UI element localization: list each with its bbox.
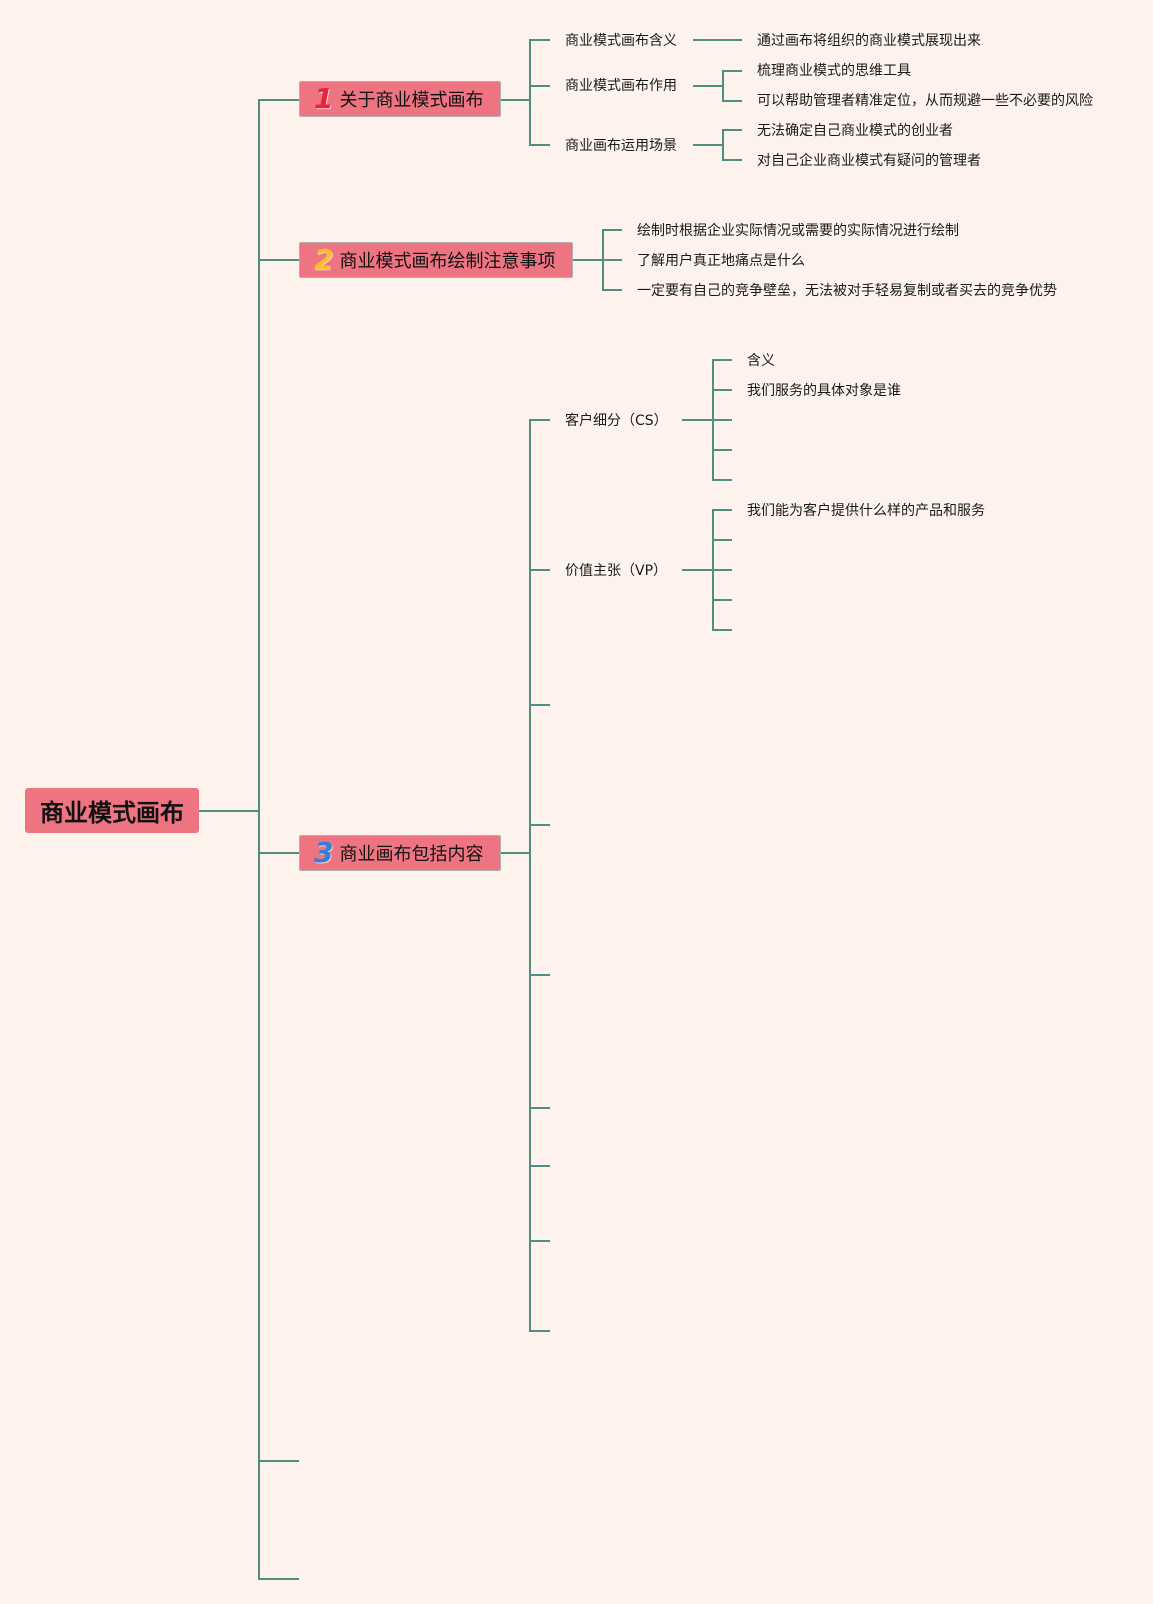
connector-line <box>529 39 531 146</box>
main-topic-2[interactable]: 2 商业模式画布绘制注意事项 <box>299 242 573 278</box>
subtopic-1-1[interactable]: 商业模式画布含义 <box>565 33 677 49</box>
leaf-3-1-1[interactable]: 含义 <box>747 353 775 369</box>
connector-line <box>529 85 550 87</box>
connector-line <box>199 810 259 812</box>
connector-line <box>529 1240 550 1242</box>
connector-line <box>722 129 724 161</box>
connector-line <box>529 144 550 146</box>
connector-line <box>712 569 732 571</box>
connector-line <box>529 419 550 421</box>
topic-number-3: 3 <box>314 836 334 869</box>
connector-line <box>602 229 622 231</box>
connector-line <box>722 129 742 131</box>
connector-line <box>712 509 732 511</box>
connector-line <box>529 1107 550 1109</box>
connector-line <box>500 852 530 854</box>
connector-line <box>258 1578 299 1580</box>
leaf-1-2-1[interactable]: 梳理商业模式的思维工具 <box>757 63 911 79</box>
root-node[interactable]: 商业模式画布 <box>25 788 199 833</box>
subtopic-1-3[interactable]: 商业画布运用场景 <box>565 138 677 154</box>
main-topic-3[interactable]: 3 商业画布包括内容 <box>299 835 501 871</box>
topic-number-1: 1 <box>314 82 334 115</box>
connector-line <box>529 704 550 706</box>
connector-line <box>529 569 550 571</box>
connector-line <box>693 144 723 146</box>
main-topic-1[interactable]: 1 关于商业模式画布 <box>299 81 501 117</box>
topic-number-2: 2 <box>314 243 334 276</box>
connector-line <box>602 289 622 291</box>
connector-line <box>712 479 732 481</box>
main-topic-3-label: 商业画布包括内容 <box>339 844 484 865</box>
leaf-1-3-1[interactable]: 无法确定自己商业模式的创业者 <box>757 123 953 139</box>
connector-line <box>722 70 724 102</box>
connector-line <box>712 389 732 391</box>
leaf-2-1[interactable]: 绘制时根据企业实际情况或需要的实际情况进行绘制 <box>637 223 959 239</box>
connector-line <box>712 599 732 601</box>
subtopic-3-2[interactable]: 价值主张（VP） <box>565 563 668 579</box>
connector-line <box>258 99 299 101</box>
leaf-2-2[interactable]: 了解用户真正地痛点是什么 <box>637 253 805 269</box>
connector-line <box>529 419 531 1332</box>
connector-line <box>602 259 622 261</box>
main-topic-1-label: 关于商业模式画布 <box>339 90 484 111</box>
connector-line <box>712 539 732 541</box>
connector-line <box>712 359 732 361</box>
connector-line <box>258 259 299 261</box>
connector-line <box>693 39 742 41</box>
leaf-3-2-1[interactable]: 我们能为客户提供什么样的产品和服务 <box>747 503 985 519</box>
subtopic-3-1[interactable]: 客户细分（CS） <box>565 413 668 429</box>
leaf-3-1-2[interactable]: 我们服务的具体对象是谁 <box>747 383 901 399</box>
leaf-2-3[interactable]: 一定要有自己的竞争壁垒，无法被对手轻易复制或者买去的竞争优势 <box>637 283 1057 299</box>
connector-line <box>258 1460 299 1462</box>
connector-line <box>529 1165 550 1167</box>
connector-line <box>712 449 732 451</box>
connector-line <box>693 85 723 87</box>
connector-line <box>258 99 260 1580</box>
connector-line <box>682 569 713 571</box>
subtopic-1-2[interactable]: 商业模式画布作用 <box>565 78 677 94</box>
connector-line <box>258 852 299 854</box>
connector-line <box>722 159 742 161</box>
connector-line <box>712 629 732 631</box>
root-node-label: 商业模式画布 <box>40 799 184 827</box>
connector-line <box>712 419 732 421</box>
connector-line <box>722 70 742 72</box>
connector-line <box>529 39 550 41</box>
connector-line <box>529 824 550 826</box>
connector-line <box>529 1330 550 1332</box>
connector-line <box>722 100 742 102</box>
leaf-1-1-1[interactable]: 通过画布将组织的商业模式展现出来 <box>757 33 981 49</box>
connector-line <box>572 259 603 261</box>
leaf-1-2-2[interactable]: 可以帮助管理者精准定位，从而规避一些不必要的风险 <box>757 93 1093 109</box>
connector-line <box>500 99 530 101</box>
connector-line <box>529 974 550 976</box>
main-topic-2-label: 商业模式画布绘制注意事项 <box>339 251 556 272</box>
connector-line <box>682 419 713 421</box>
leaf-1-3-2[interactable]: 对自己企业商业模式有疑问的管理者 <box>757 153 981 169</box>
